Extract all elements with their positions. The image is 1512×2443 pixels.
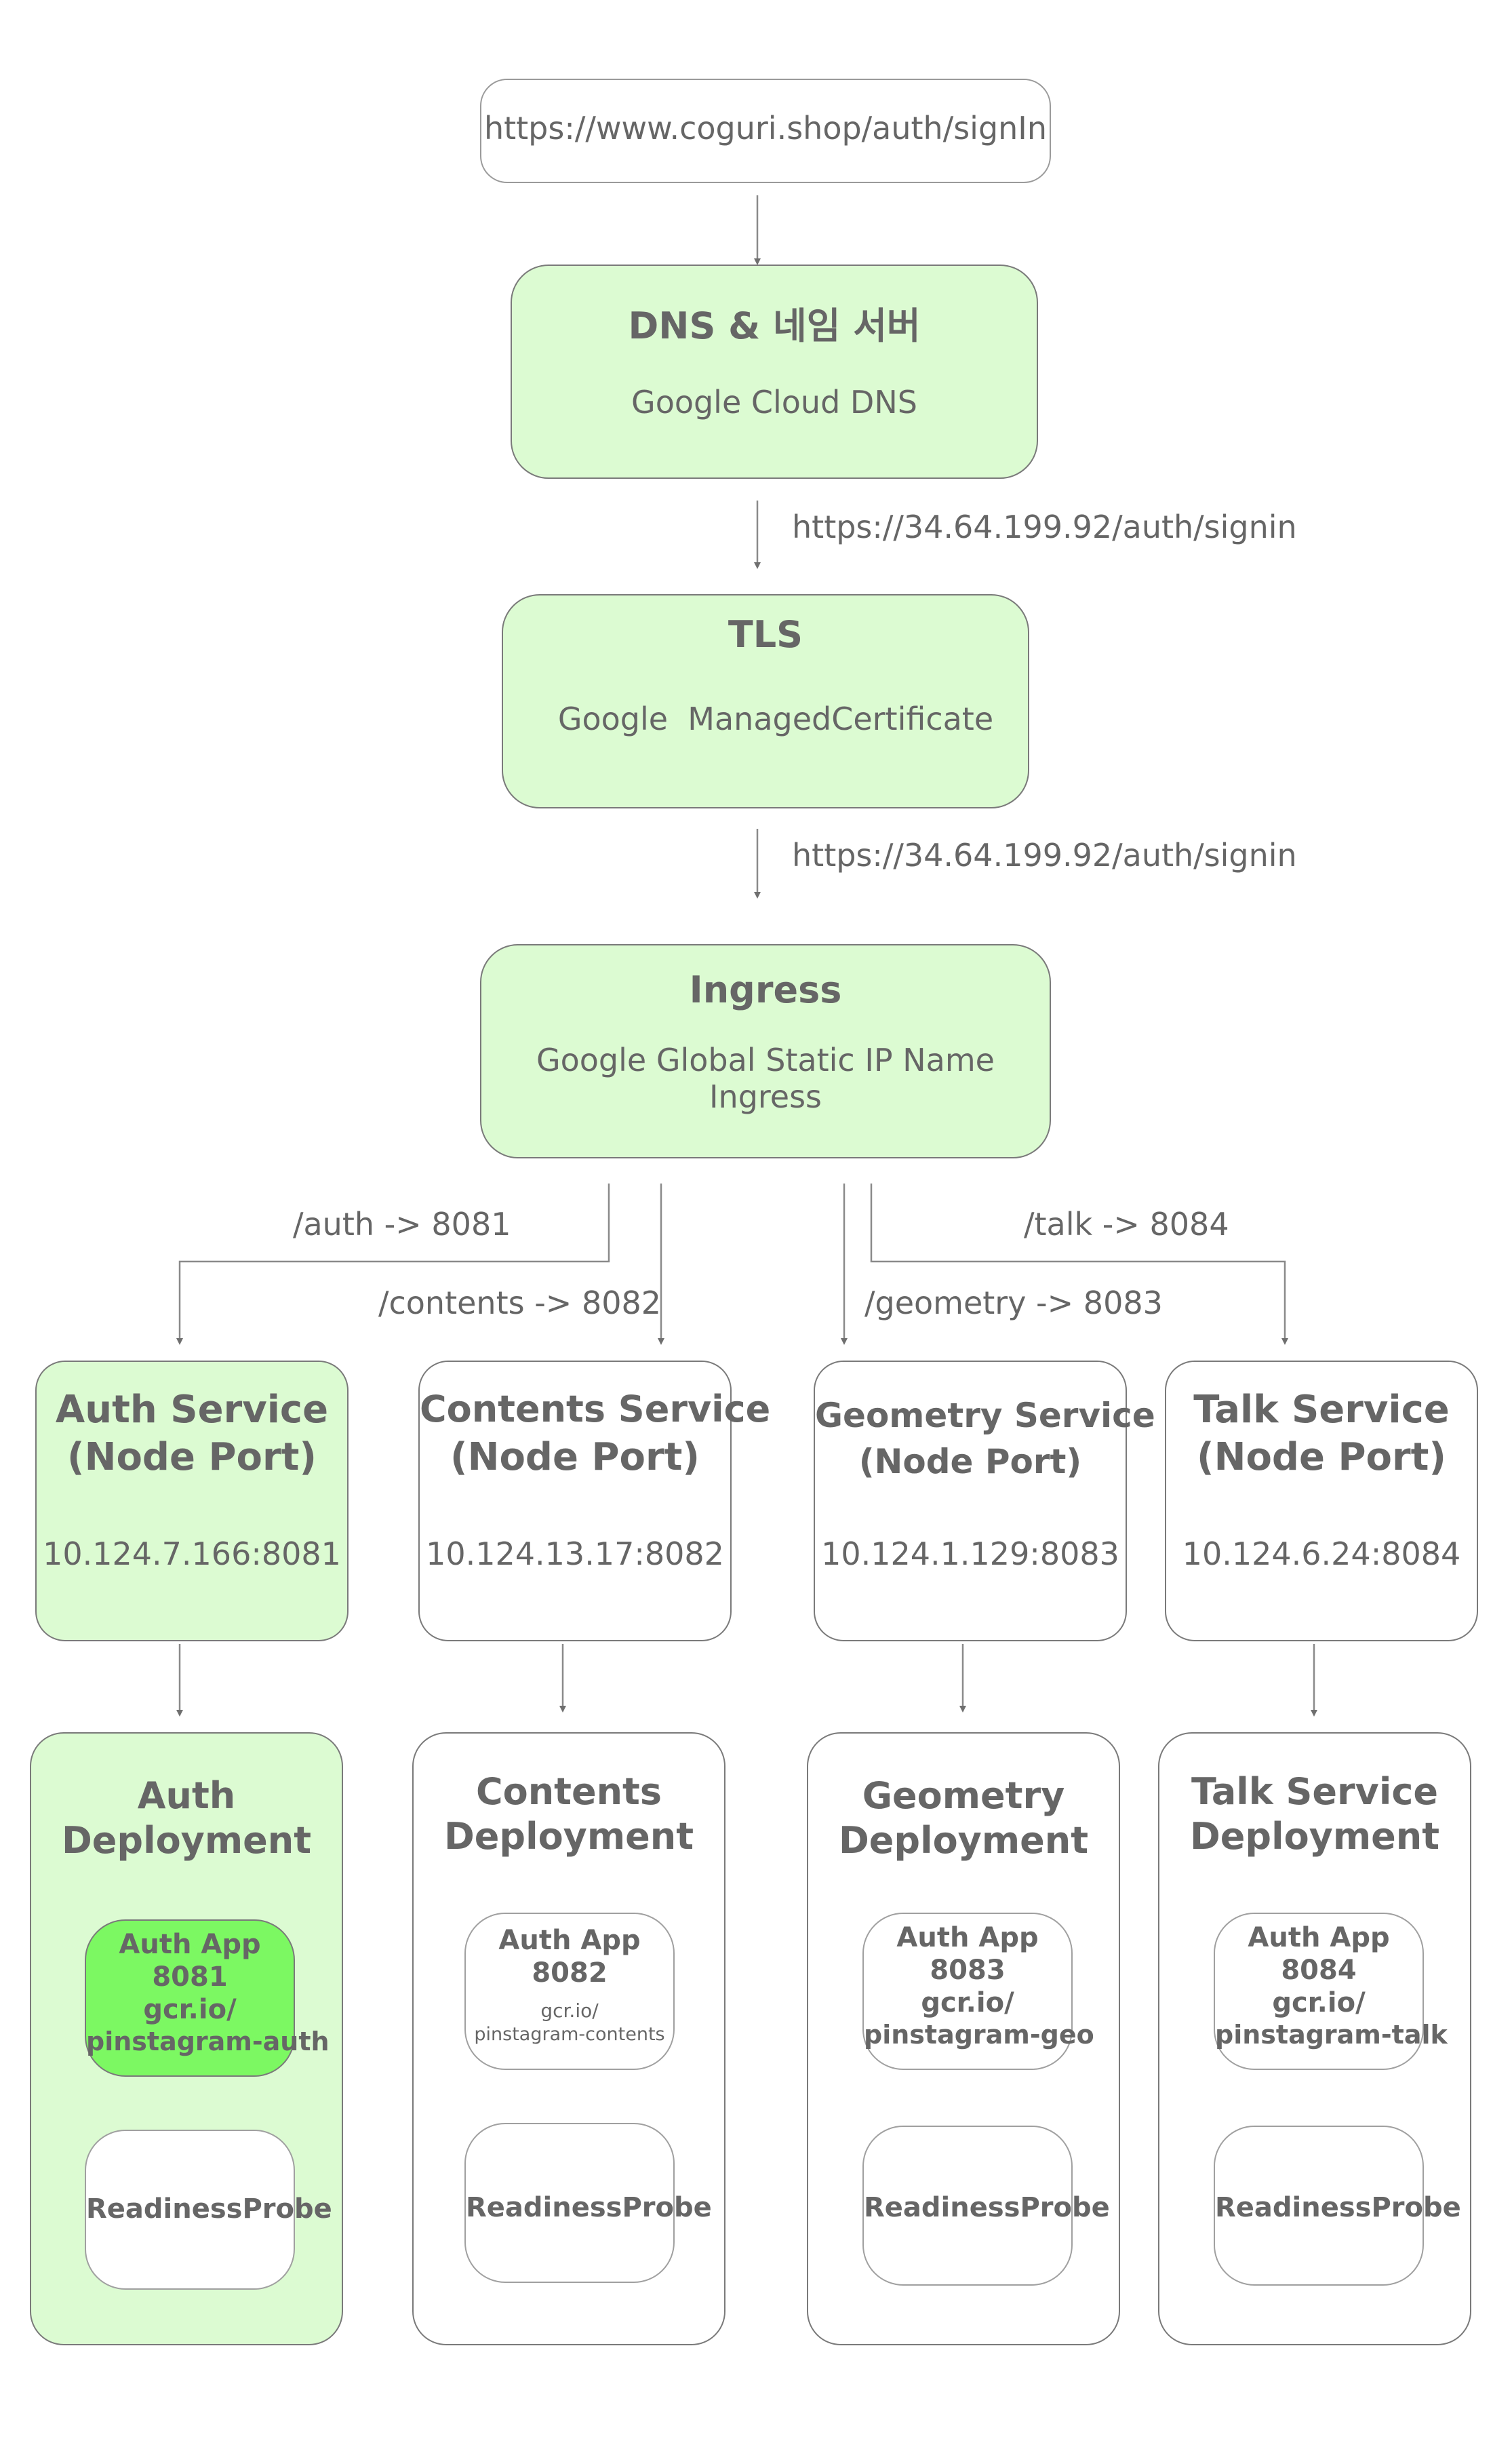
- ingress-node: Ingress Google Global Static IP Name Ing…: [480, 944, 1051, 1158]
- app-port: 8083: [930, 1955, 1006, 1986]
- dns-subtitle: Google Cloud DNS: [631, 384, 917, 421]
- auth-readiness-probe: ReadinessProbe: [85, 2130, 332, 2290]
- service-subtitle: (Node Port): [858, 1442, 1082, 1481]
- app-name: Auth App: [1248, 1922, 1390, 1953]
- tls-node: TLS Google ManagedCertificate: [502, 594, 1029, 808]
- contents-readiness-probe: ReadinessProbe: [464, 2123, 712, 2283]
- app-name: Auth App: [896, 1922, 1039, 1953]
- deployment-title: Talk Service: [1191, 1770, 1439, 1813]
- auth-app-pod: Auth App 8081 gcr.io/ pinstagram-auth: [85, 1919, 330, 2077]
- probe-label: ReadinessProbe: [86, 2193, 332, 2225]
- service-title: Geometry Service: [815, 1396, 1155, 1435]
- service-subtitle: (Node Port): [67, 1435, 317, 1479]
- geometry-readiness-probe: ReadinessProbe: [862, 2126, 1110, 2286]
- contents-app-pod: Auth App 8082 gcr.io/ pinstagram-content…: [464, 1913, 675, 2070]
- app-image: pinstagram-geo: [864, 2020, 1094, 2050]
- tls-subtitle: Google ManagedCertificate: [557, 701, 994, 737]
- app-name: Auth App: [498, 1925, 641, 1956]
- auth-service-node: Auth Service (Node Port) 10.124.7.166:80…: [35, 1361, 349, 1641]
- deployment-title: Auth: [137, 1774, 236, 1817]
- geometry-service-node: Geometry Service (Node Port) 10.124.1.12…: [814, 1361, 1155, 1641]
- app-image: pinstagram-auth: [86, 2027, 330, 2056]
- service-subtitle: (Node Port): [1197, 1435, 1446, 1479]
- service-title: Contents Service: [420, 1388, 771, 1430]
- url-text: https://www.coguri.shop/auth/signIn: [483, 110, 1048, 146]
- app-registry: gcr.io/: [540, 1999, 599, 2022]
- app-registry: gcr.io/: [1272, 1987, 1366, 2018]
- url-box: https://www.coguri.shop/auth/signIn: [480, 79, 1051, 183]
- arrow-ingress-to-talk: [870, 1184, 1288, 1345]
- route-label-talk: /talk -> 8084: [1024, 1206, 1229, 1243]
- probe-label: ReadinessProbe: [466, 2192, 712, 2223]
- app-registry: gcr.io/: [143, 1994, 237, 2025]
- service-title: Auth Service: [55, 1388, 329, 1432]
- deployment-subtitle: Deployment: [838, 1819, 1089, 1862]
- probe-label: ReadinessProbe: [1215, 2192, 1461, 2223]
- edge-label-tls-to-ingress: https://34.64.199.92/auth/signin: [792, 837, 1297, 874]
- service-subtitle: (Node Port): [450, 1435, 700, 1479]
- dns-node: DNS & 네임 서버 Google Cloud DNS: [511, 265, 1038, 479]
- route-label-contents: /contents -> 8082: [378, 1285, 662, 1321]
- route-label-auth: /auth -> 8081: [293, 1206, 511, 1243]
- service-address: 10.124.7.166:8081: [43, 1536, 341, 1572]
- service-address: 10.124.1.129:8083: [821, 1536, 1119, 1572]
- tls-title: TLS: [728, 613, 803, 656]
- route-label-geometry: /geometry -> 8083: [864, 1285, 1163, 1321]
- ingress-subtitle: Google Global Static IP Name Ingress: [536, 1042, 995, 1115]
- app-name: Auth App: [119, 1929, 261, 1960]
- probe-label: ReadinessProbe: [864, 2192, 1110, 2223]
- service-address: 10.124.6.24:8084: [1182, 1536, 1461, 1572]
- deployment-title: Geometry: [862, 1774, 1065, 1817]
- app-port: 8084: [1281, 1955, 1357, 1986]
- edge-label-dns-to-tls: https://34.64.199.92/auth/signin: [792, 509, 1297, 545]
- talk-readiness-probe: ReadinessProbe: [1214, 2126, 1461, 2286]
- geometry-app-pod: Auth App 8083 gcr.io/ pinstagram-geo: [862, 1913, 1094, 2070]
- service-title: Talk Service: [1193, 1388, 1450, 1432]
- deployment-subtitle: Deployment: [1189, 1815, 1440, 1858]
- app-port: 8082: [532, 1957, 608, 1989]
- service-address: 10.124.13.17:8082: [426, 1536, 724, 1572]
- talk-service-node: Talk Service (Node Port) 10.124.6.24:808…: [1165, 1361, 1478, 1641]
- deployment-subtitle: Deployment: [443, 1815, 694, 1858]
- app-image: pinstagram-contents: [474, 2024, 665, 2045]
- app-image: pinstagram-talk: [1215, 2020, 1448, 2050]
- deployment-subtitle: Deployment: [61, 1819, 312, 1862]
- app-port: 8081: [152, 1961, 228, 1993]
- app-registry: gcr.io/: [921, 1987, 1014, 2018]
- contents-service-node: Contents Service (Node Port) 10.124.13.1…: [418, 1361, 771, 1641]
- deployment-title: Contents: [475, 1770, 662, 1813]
- dns-title: DNS & 네임 서버: [628, 305, 921, 347]
- ingress-title: Ingress: [689, 969, 842, 1011]
- talk-app-pod: Auth App 8084 gcr.io/ pinstagram-talk: [1214, 1913, 1448, 2070]
- arrow-ingress-to-auth: [176, 1184, 610, 1345]
